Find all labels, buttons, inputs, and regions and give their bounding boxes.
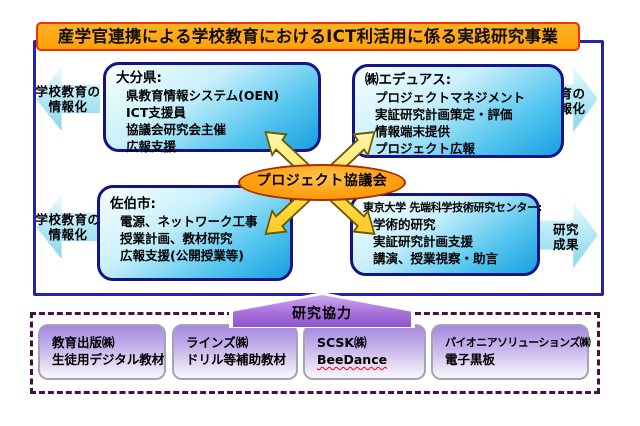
org-box-title: 佐伯市: [110, 196, 156, 212]
org-box-title: 大分県: [116, 70, 162, 86]
company-box-pioneer: パイオニアソリューションズ㈱ 電子黒板 [431, 324, 591, 380]
company-box-kyoiku-shuppan: 教育出版㈱ 生徒用デジタル教材 [38, 324, 166, 380]
org-box-todai: 東京大学 先端科学技術研究センター: 学術的研究 実証研究計画支援 講演、授業視… [350, 193, 542, 276]
company-name: ラインズ㈱ [186, 335, 249, 350]
org-box-item: 情報端末提供 [375, 124, 451, 139]
org-box-item: 実証研究計画支援 [373, 234, 474, 249]
org-box-item: 授業計画、教材研究 [120, 231, 233, 246]
left-arrow-label-bottom: 学校教育の 情報化 [35, 212, 101, 242]
project-council-ellipse: プロジェクト協議会 [238, 164, 406, 201]
org-box-title: 東京大学 先端科学技術研究センター: [363, 201, 542, 214]
company-name: パイオニアソリューションズ㈱ [445, 336, 591, 349]
cooperation-arrow-label: 研究協力 [292, 306, 352, 322]
org-box-item: ICT支援員 [126, 105, 186, 120]
org-box-item: 講演、授業視察・助言 [373, 251, 499, 266]
org-box-item: 学術的研究 [373, 217, 436, 232]
right-arrow-label-bottom: 研究 成果 [552, 222, 579, 252]
org-box-item: プロジェクト広報 [375, 141, 476, 156]
org-box-item: 県教育情報システム(OEN) [126, 88, 280, 103]
company-name: 教育出版㈱ [52, 335, 115, 350]
org-box-title: ㈱エデュアス: [365, 72, 452, 88]
left-arrow-label-top: 学校教育の 情報化 [35, 84, 101, 114]
company-name: SCSK㈱ [317, 335, 367, 350]
org-box-item: 広報支援 [126, 139, 177, 154]
org-box-item: プロジェクトマネジメント [375, 90, 526, 105]
company-product: 生徒用デジタル教材 [52, 352, 165, 367]
org-box-item: 実証研究計画策定・評価 [375, 107, 513, 122]
org-box-oita: 大分県: 県教育情報システム(OEN) ICT支援員 協議会研究会主催 広報支援 [103, 62, 321, 154]
org-box-item: 広報支援(公開授業等) [120, 248, 244, 263]
company-product: BeeDance [317, 352, 388, 367]
company-box-scsk: SCSK㈱ BeeDance [303, 324, 426, 380]
company-box-lines: ラインズ㈱ ドリル等補助教材 [172, 324, 298, 380]
org-box-item: 電源、ネットワーク工事 [120, 214, 258, 229]
main-title-banner: 産学官連携による学校教育におけるICT利活用に係る実践研究事業 [36, 22, 580, 51]
company-product: ドリル等補助教材 [186, 352, 287, 367]
org-box-saiki: 佐伯市: 電源、ネットワーク工事 授業計画、教材研究 広報支援(公開授業等) [97, 185, 293, 281]
company-product: 電子黒板 [445, 352, 496, 367]
org-box-item: 協議会研究会主催 [126, 122, 227, 137]
org-box-eduas: ㈱エデュアス: プロジェクトマネジメント 実証研究計画策定・評価 情報端末提供 … [352, 64, 564, 158]
